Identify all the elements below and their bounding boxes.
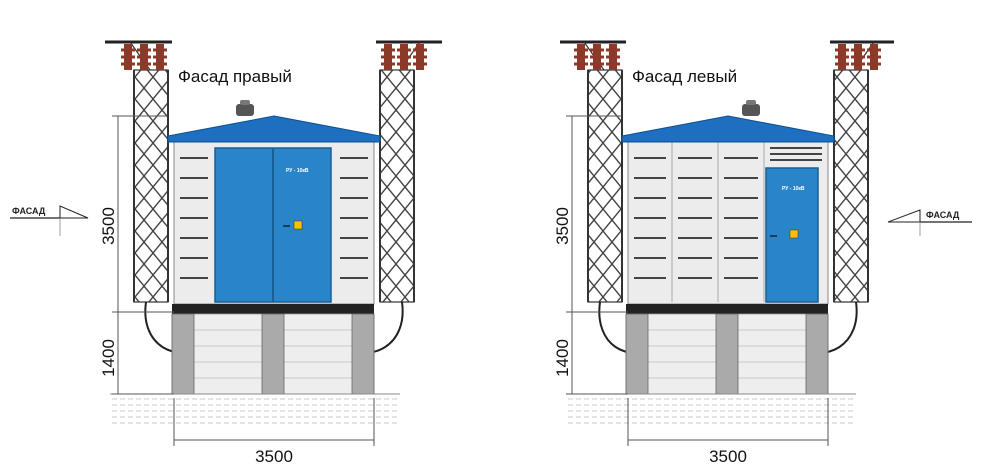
base-beam: [172, 304, 374, 314]
foundation-column: [351, 313, 375, 395]
dim-height-upper: 3500: [553, 207, 572, 245]
dim-height-lower: 1400: [553, 339, 572, 377]
foundation-lines: [648, 329, 806, 379]
insulator-group-left: [121, 44, 167, 70]
right-facade-group: РУ - 10кВ 3500 1400: [10, 40, 442, 466]
insulator-group-right: [381, 44, 427, 70]
foundation-column: [261, 313, 285, 395]
side-tag: ФАСАД: [926, 210, 960, 220]
insulator-icon: [397, 44, 411, 70]
vertical-dimension: [112, 115, 174, 395]
facade-title: Фасад левый: [632, 67, 737, 86]
dim-height-lower: 1400: [99, 339, 118, 377]
side-marker-left: [10, 205, 89, 236]
insulator-icon: [413, 44, 427, 70]
insulator-icon: [574, 44, 588, 70]
insulator-icon: [851, 44, 865, 70]
foundation-lines: [194, 329, 352, 379]
insulator-icon: [153, 44, 167, 70]
left-facade-group: РУ - 10кВ 3500 1400: [553, 40, 972, 466]
insulator-icon: [867, 44, 881, 70]
door-label: РУ - 10кВ: [782, 186, 805, 192]
insulator-icon: [121, 44, 135, 70]
vertical-dimension: [566, 115, 628, 395]
insulator-group-left: [574, 44, 620, 70]
ground-hatch: [566, 398, 856, 428]
foundation-column: [805, 313, 829, 395]
dim-height-upper: 3500: [99, 207, 118, 245]
wall-panel-dividers: [671, 142, 765, 302]
dim-width: 3500: [709, 447, 747, 466]
side-marker-right: [887, 209, 972, 236]
foundation-column: [715, 313, 739, 395]
wall-louvers: [180, 157, 368, 279]
warning-sign-icon: [293, 220, 303, 230]
truss-tower-left: [105, 40, 172, 303]
roof-vent-icon: [742, 100, 760, 116]
truss-tower-left: [560, 40, 626, 303]
insulator-icon: [606, 44, 620, 70]
roof: [167, 115, 381, 143]
side-tag: ФАСАД: [12, 206, 46, 216]
insulator-icon: [590, 44, 604, 70]
facade-title: Фасад правый: [178, 67, 292, 86]
dim-width: 3500: [255, 447, 293, 466]
insulator-icon: [137, 44, 151, 70]
door-label: РУ - 10кВ: [286, 168, 309, 174]
truss-tower-right: [830, 40, 894, 303]
foundation-column: [625, 313, 649, 395]
ground-hatch: [110, 398, 400, 428]
horizontal-dimension: [173, 398, 375, 446]
insulator-icon: [381, 44, 395, 70]
roof: [621, 115, 835, 143]
roof-vent-icon: [236, 100, 254, 116]
wall-louvers: [634, 147, 822, 279]
insulator-group-right: [835, 44, 881, 70]
horizontal-dimension: [627, 398, 829, 446]
base-beam: [626, 304, 828, 314]
foundation-column: [171, 313, 195, 395]
warning-sign-icon: [789, 229, 799, 239]
insulator-icon: [835, 44, 849, 70]
truss-tower-right: [376, 40, 442, 303]
